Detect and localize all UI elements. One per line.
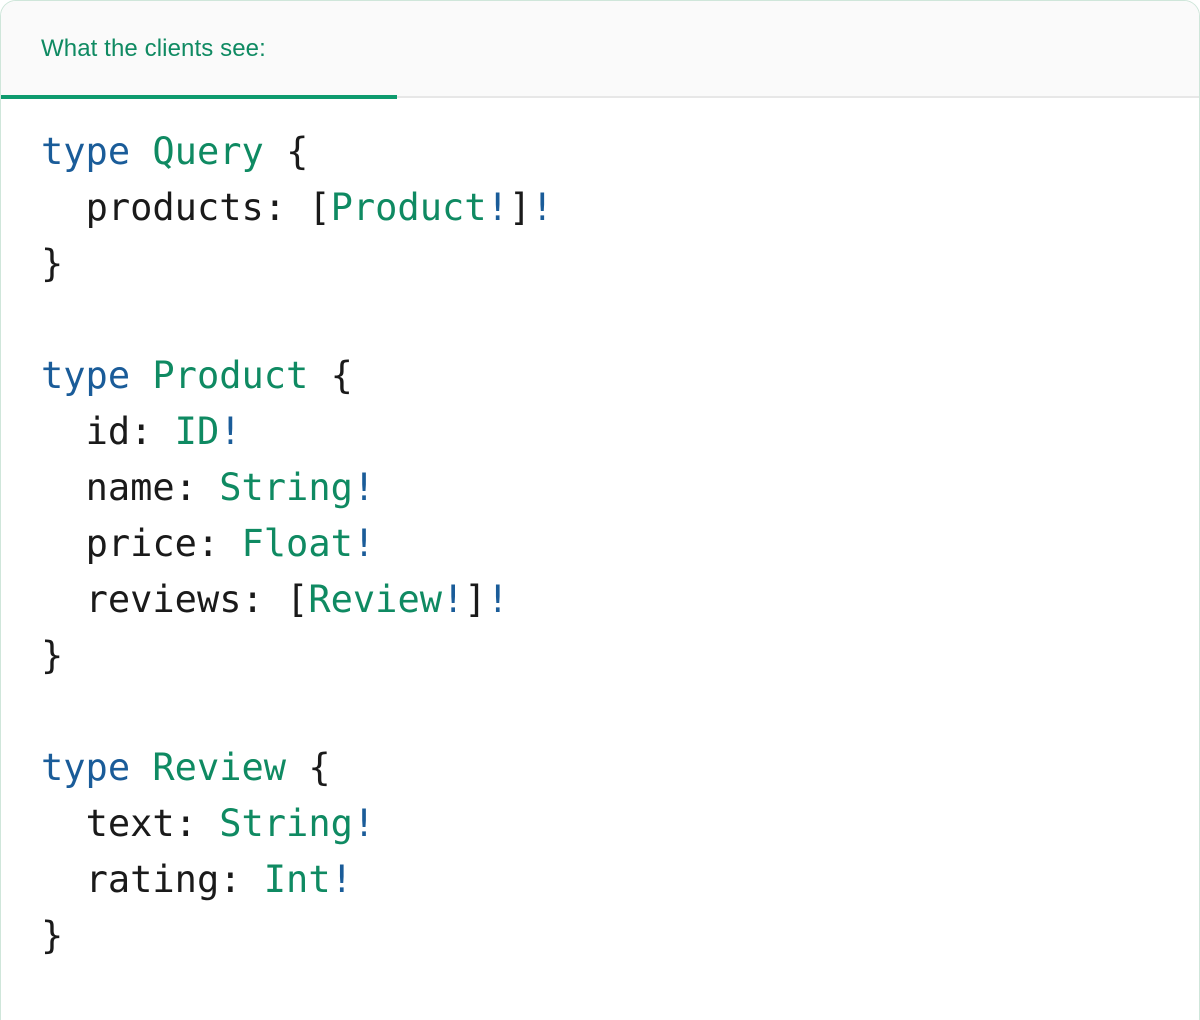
token-bracket-open: [ <box>308 186 331 229</box>
code-line-blank <box>41 684 1199 740</box>
code-line: type Query { <box>41 124 1199 180</box>
tab-active-underline <box>1 95 397 99</box>
token-field: id: <box>85 410 153 453</box>
token-non-null: ! <box>486 578 509 621</box>
code-line: products: [Product!]! <box>41 180 1199 236</box>
code-line: } <box>41 628 1199 684</box>
token-type-name: Query <box>152 130 264 173</box>
token-brace: } <box>41 634 64 677</box>
token-brace: { <box>330 354 353 397</box>
code-line: rating: Int! <box>41 852 1199 908</box>
token-non-null: ! <box>531 186 554 229</box>
code-area: type Query { products: [Product!]!} type… <box>1 98 1199 964</box>
token-non-null: ! <box>442 578 465 621</box>
code-line: type Review { <box>41 740 1199 796</box>
token-non-null: ! <box>486 186 509 229</box>
token-bracket-close: ] <box>508 186 532 229</box>
token-field: price: <box>85 522 220 565</box>
token-brace: } <box>41 242 64 285</box>
token-brace: } <box>41 914 64 957</box>
token-field: rating: <box>85 858 242 901</box>
token-type-name: String <box>219 802 353 845</box>
token-type-name: Review <box>152 746 287 789</box>
token-non-null: ! <box>352 522 376 565</box>
token-non-null: ! <box>330 858 353 901</box>
code-line: } <box>41 236 1199 292</box>
code-line: name: String! <box>41 460 1199 516</box>
token-type-name: Float <box>241 522 353 565</box>
token-non-null: ! <box>352 466 376 509</box>
token-keyword: type <box>41 130 131 173</box>
code-line: type Product { <box>41 348 1199 404</box>
tab-bar: What the clients see: <box>1 1 1199 99</box>
tab-label: What the clients see: <box>41 34 266 62</box>
token-type-name: Int <box>263 858 331 901</box>
token-non-null: ! <box>352 802 376 845</box>
code-line: reviews: [Review!]! <box>41 572 1199 628</box>
token-type-name: Product <box>152 354 309 397</box>
token-type-name: Review <box>308 578 442 621</box>
token-brace: { <box>286 130 309 173</box>
token-type-name: ID <box>174 410 220 453</box>
token-type-name: String <box>219 466 353 509</box>
code-line: price: Float! <box>41 516 1199 572</box>
token-field: products: <box>85 186 287 229</box>
token-field: reviews: <box>85 578 264 621</box>
token-brace: { <box>308 746 331 789</box>
token-field: text: <box>85 802 197 845</box>
token-keyword: type <box>41 746 131 789</box>
code-line: } <box>41 908 1199 964</box>
tab-what-the-clients-see[interactable]: What the clients see: <box>1 1 397 99</box>
token-bracket-open: [ <box>286 578 309 621</box>
graphql-schema-code[interactable]: type Query { products: [Product!]!} type… <box>1 124 1199 964</box>
token-keyword: type <box>41 354 131 397</box>
token-field: name: <box>85 466 197 509</box>
token-non-null: ! <box>219 410 242 453</box>
code-line: id: ID! <box>41 404 1199 460</box>
code-line: text: String! <box>41 796 1199 852</box>
code-line-blank <box>41 292 1199 348</box>
token-type-name: Product <box>330 186 487 229</box>
token-bracket-close: ] <box>464 578 487 621</box>
